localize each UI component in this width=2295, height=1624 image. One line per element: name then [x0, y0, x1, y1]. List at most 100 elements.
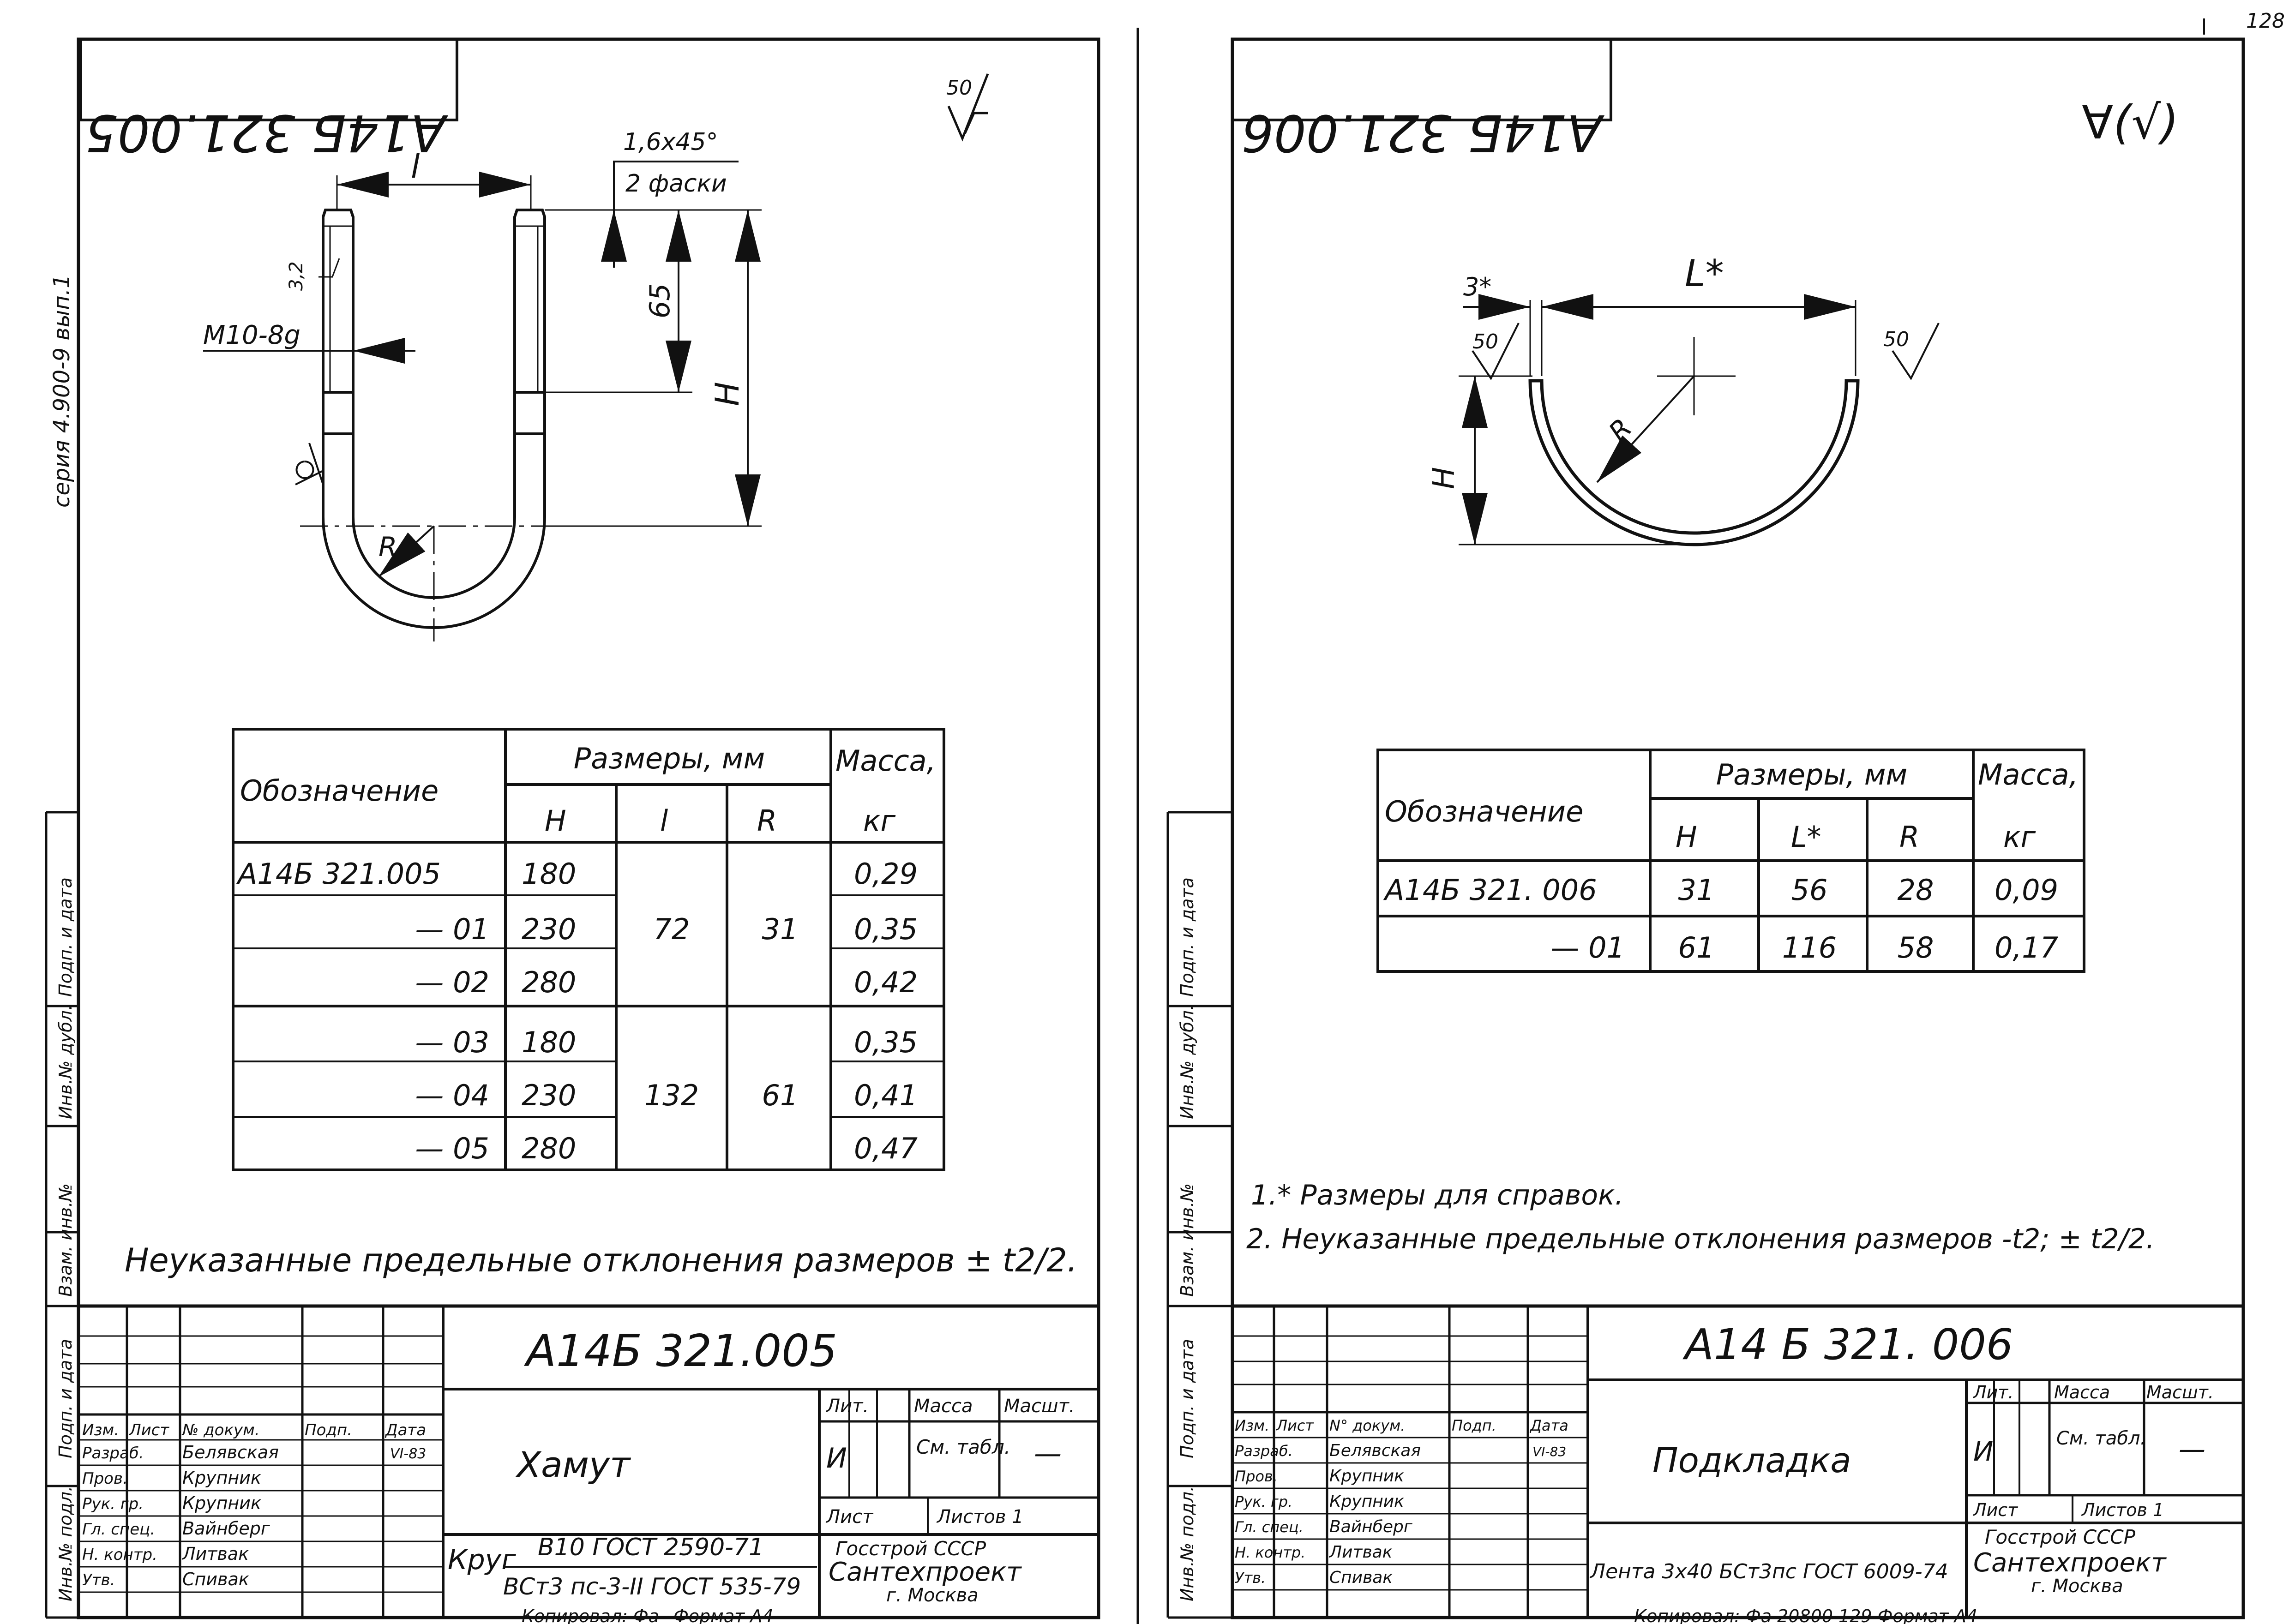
row-H: 230 [522, 912, 576, 946]
right-mass-value: См. табл. [2056, 1428, 2146, 1449]
th-mass: Масса, [835, 744, 936, 778]
role-name: Вайнберг [182, 1518, 270, 1539]
row-R: 28 [1898, 873, 1934, 907]
row-L: 56 [1791, 873, 1828, 907]
dim-R-left: R [378, 531, 397, 563]
left-mass-value: См. табл. [916, 1436, 1010, 1458]
left-code-rotated: А14Б 321.005 [85, 103, 449, 162]
role-name: Крупник [1329, 1492, 1404, 1511]
th-L: L* [1791, 820, 1821, 854]
left-sheet [45, 37, 1100, 1619]
role-name: Спивак [182, 1569, 249, 1589]
page-number: 128 [2246, 9, 2285, 33]
right-stamp-code: А14 Б 321. 006 [1682, 1320, 2013, 1369]
stamp-list: Лист [1276, 1417, 1314, 1434]
role: Пров. [82, 1469, 128, 1488]
stamp-docnum: N° докум. [1329, 1417, 1405, 1434]
row-mass: 0,29 [854, 857, 918, 891]
role-name: Белявская [1329, 1441, 1421, 1460]
side-label-3: Взам. инв.№ [1177, 1183, 1197, 1297]
left-stamp: Изм. Лист № докум. Подп. Дата Разраб. Бе… [82, 1326, 1075, 1624]
th-dims: Размеры, мм [574, 742, 765, 775]
role-name: Крупник [1329, 1467, 1404, 1486]
group-L: 72 [654, 912, 690, 946]
right-sheet [1166, 37, 2245, 1619]
row-H: 280 [522, 1132, 576, 1165]
th-mass-unit: кг [2003, 820, 2036, 854]
side-label-5: Подп. и дата [1177, 877, 1197, 997]
row-designation: — 03 [415, 1025, 489, 1059]
stamp-listov: Листов 1 [2081, 1500, 2164, 1520]
org-line-1: Госстрой СССР [1985, 1526, 2136, 1548]
row-H: 280 [522, 965, 576, 999]
u-bolt-drawing [203, 161, 762, 641]
row-H: 61 [1678, 931, 1715, 965]
role-name: Вайнберг [1329, 1517, 1413, 1536]
stamp-list: Лист [128, 1421, 169, 1439]
th-L: l [660, 804, 668, 838]
row-mass: 0,41 [854, 1079, 918, 1112]
row-designation: — 05 [415, 1132, 489, 1165]
th-dims: Размеры, мм [1716, 758, 1908, 791]
role: Н. контр. [82, 1546, 157, 1564]
left-table-grid [232, 728, 945, 1171]
role: Гл. спец. [1235, 1518, 1304, 1536]
dim-thread: M10-8g [203, 320, 300, 350]
stamp-data: Дата [385, 1421, 426, 1439]
dim-chamfer: 1,6х45° [623, 128, 718, 156]
th-designation: Обозначение [240, 774, 439, 808]
role-date: VI-83 [1532, 1444, 1566, 1459]
left-stamp-code: А14Б 321.005 [523, 1326, 837, 1377]
role-name: Литвак [1328, 1543, 1393, 1562]
left-roughness-value: 50 [946, 76, 972, 100]
th-mass: Масса, [1978, 758, 2078, 791]
role: Разраб. [1235, 1442, 1293, 1460]
th-H: H [1676, 820, 1697, 854]
role: Рук. гр. [1235, 1493, 1292, 1510]
row-mass: 0,17 [1995, 931, 2058, 965]
left-material-prefix: Круг [448, 1544, 516, 1576]
side-label-2: Подп. и дата [1177, 1339, 1197, 1458]
right-part-name: Подкладка [1652, 1441, 1851, 1480]
left-scale-value: — [1034, 1438, 1062, 1470]
role: Рук. гр. [82, 1495, 144, 1513]
row-mass: 0,35 [854, 1025, 918, 1059]
rough-50-b: 50 [1883, 328, 1909, 351]
role-date: VI-83 [390, 1446, 426, 1462]
row-R: 58 [1898, 931, 1934, 965]
role: Пров. [1235, 1468, 1278, 1485]
role-name: Спивак [1329, 1568, 1393, 1587]
dim-H-left: H [709, 382, 746, 406]
dim-3: 3* [1463, 272, 1491, 301]
right-footer: Копировал: Фа 20800 129 Формат А4 [1634, 1606, 1977, 1624]
group-R: 31 [762, 912, 799, 946]
right-note-1: 1.* Размеры для справок. [1251, 1179, 1623, 1211]
stamp-listov: Листов 1 [936, 1506, 1024, 1528]
row-H: 31 [1678, 873, 1715, 907]
left-material-2: ВСт3 пс-3-II ГОСТ 535-79 [503, 1573, 801, 1600]
side-label-2: Подп. и дата [55, 1339, 76, 1458]
roughness-icon [947, 73, 989, 142]
stamp-list2: Лист [825, 1506, 874, 1528]
series-label: серия 4.900-9 вып.1 [49, 274, 75, 508]
row-mass: 0,42 [854, 965, 918, 999]
right-table: Обозначение Размеры, мм H L* R Масса, кг… [1383, 758, 2078, 965]
org-line-1: Госстрой СССР [835, 1537, 986, 1560]
rough-50-a: 50 [1472, 330, 1498, 354]
stamp-massa: Масса [2054, 1382, 2110, 1402]
left-stamp-grid [78, 1304, 1099, 1618]
left-lit-value: И [826, 1442, 847, 1474]
org-line-2: Сантехпроект [829, 1557, 1022, 1587]
stamp-izm: Изм. [82, 1421, 119, 1439]
stamp-podp: Подп. [1452, 1417, 1496, 1434]
side-label-1: Инв.№ подл. [1177, 1486, 1197, 1601]
left-table: Обозначение Размеры, мм H l R Масса, кг … [236, 742, 936, 1165]
left-footer: Копировал: Фа– Формат А4 [522, 1606, 774, 1624]
right-stamp: Изм. Лист N° докум. Подп. Дата Разраб. Б… [1235, 1320, 2214, 1624]
stamp-masht: Масшт. [2146, 1382, 2214, 1402]
stamp-lit: Лит. [1972, 1382, 2014, 1402]
stamp-izm: Изм. [1235, 1417, 1269, 1434]
right-code-rotated: А14Б 321.006 [1242, 103, 1605, 162]
side-label-5: Подп. и дата [55, 877, 76, 997]
